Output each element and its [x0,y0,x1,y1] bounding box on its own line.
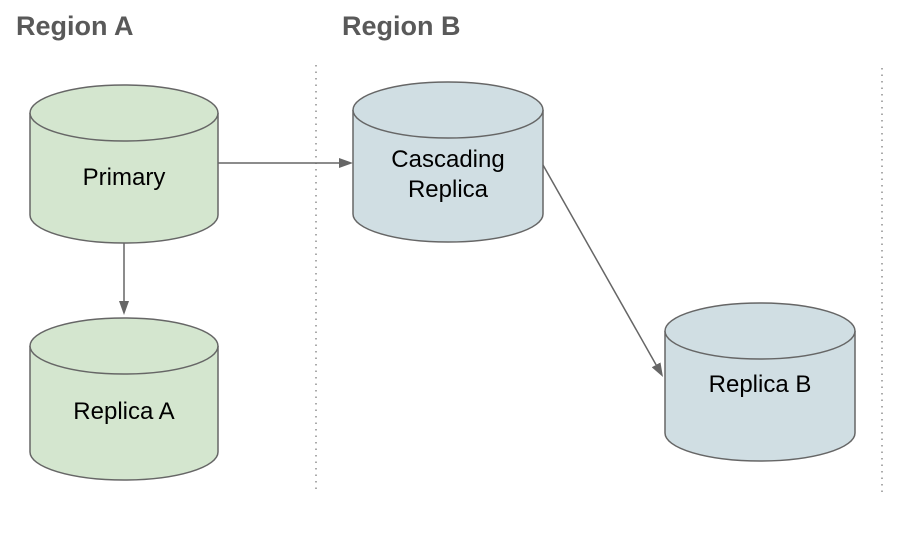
db-cylinder-cascading-replica-top [352,81,544,139]
region-b-label: Region B [342,11,461,41]
region-a-label: Region A [16,11,134,41]
db-cylinder-replica-a-top [29,317,219,375]
db-cylinder-replica-b-body [664,331,856,462]
replica-b-node-label: Replica B [708,371,812,398]
cascading-replica-node-label: Cascading Replica [391,146,505,203]
db-cylinder-primary-body [29,113,219,244]
db-cylinder-replica-a-body [29,346,219,481]
db-cylinder-primary [29,84,219,244]
replica-a-node-label: Replica A [73,398,175,425]
primary-node-label: Primary [82,164,166,191]
edge-cascading-replica-to-replica-b [542,164,664,378]
db-cylinder-replica-a [29,317,219,481]
db-cylinder-primary-top [29,84,219,142]
db-cylinder-cascading-replica [352,81,544,243]
db-cylinder-replica-b-top [664,302,856,360]
db-cylinder-cascading-replica-body [352,110,544,243]
db-cylinder-replica-b [664,302,856,462]
